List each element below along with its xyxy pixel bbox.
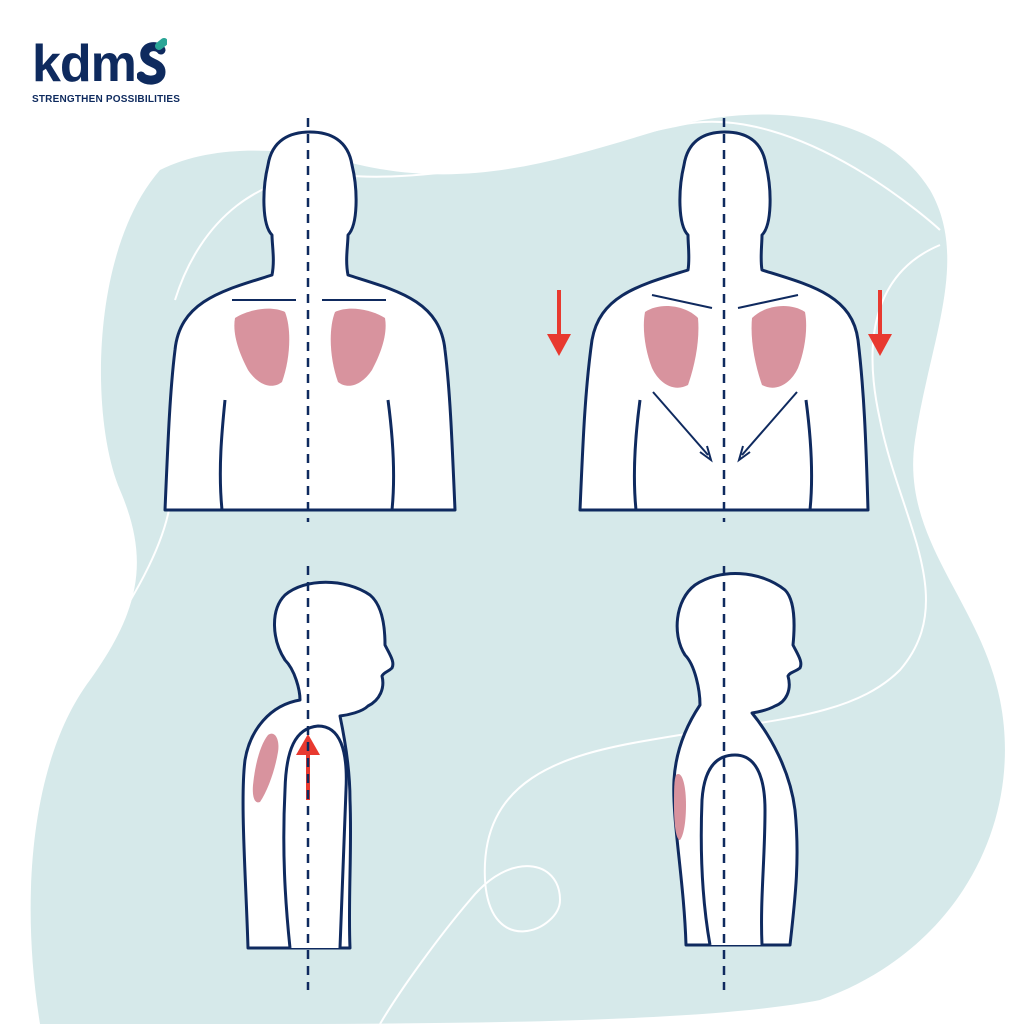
arm-line <box>632 399 642 511</box>
arrow-head-icon <box>699 445 713 463</box>
shoulder-line <box>651 294 713 309</box>
arm-outline <box>699 753 767 946</box>
body-outline <box>163 130 457 512</box>
logo-s-mark-icon <box>136 38 167 85</box>
figure-back-neutral <box>163 130 457 512</box>
body-outline <box>578 130 870 512</box>
logo-wordmark: kdm <box>32 38 180 90</box>
background-blob <box>30 114 1005 1024</box>
arm-line <box>804 399 814 511</box>
arm-line <box>386 399 396 511</box>
arm-outline <box>282 724 348 949</box>
decor-curve <box>174 121 941 301</box>
muscle-scapula-right <box>330 308 386 386</box>
arrow-down-icon <box>547 334 571 356</box>
arrow-head-icon <box>737 445 751 463</box>
decor-curve <box>379 244 941 1024</box>
direction-arrow <box>741 391 798 456</box>
arm-line <box>218 399 227 511</box>
figure-side-neutral <box>672 572 803 947</box>
muscle-scapula-left <box>643 306 699 388</box>
logo-tagline: STRENGTHEN POSSIBILITIES <box>32 94 181 105</box>
arrow-down-icon <box>868 334 892 356</box>
shoulder-line <box>737 294 799 309</box>
figure-back-depressed <box>547 130 892 512</box>
figure-side-elevated <box>241 580 395 950</box>
brand-logo: kdm STRENGTHEN POSSIBILITIES <box>32 38 180 105</box>
muscle-scapula-right <box>751 306 807 388</box>
muscle-scapula-left <box>234 308 290 386</box>
muscle-trapezius <box>252 733 279 803</box>
muscle-trapezius <box>674 774 686 840</box>
logo-text: kdm <box>32 35 137 93</box>
direction-arrow <box>652 391 709 456</box>
